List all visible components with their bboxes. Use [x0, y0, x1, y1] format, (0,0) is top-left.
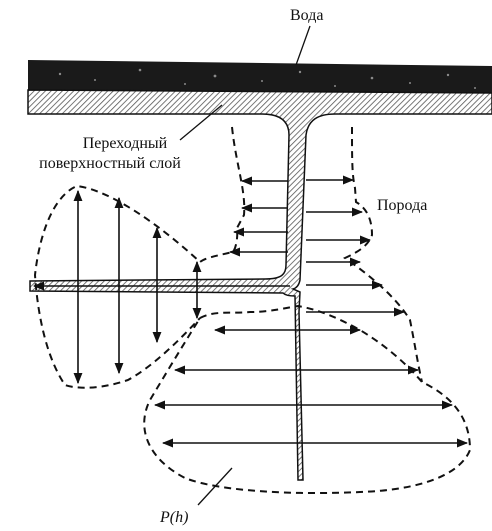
transition-layer-label-line1: Переходный [50, 134, 200, 153]
transition-layer-label-line2: поверхностный слой [12, 154, 208, 173]
right-lobe-envelope [345, 127, 422, 382]
pressure-label: P(h) [160, 508, 188, 527]
pressure-leader [198, 468, 232, 505]
water-leader [296, 26, 310, 65]
lower-lobe-envelope [144, 306, 470, 493]
pressure-envelopes [35, 127, 470, 493]
water-label: Вода [290, 6, 323, 25]
water-layer [28, 60, 492, 93]
rock-label: Порода [377, 196, 427, 215]
